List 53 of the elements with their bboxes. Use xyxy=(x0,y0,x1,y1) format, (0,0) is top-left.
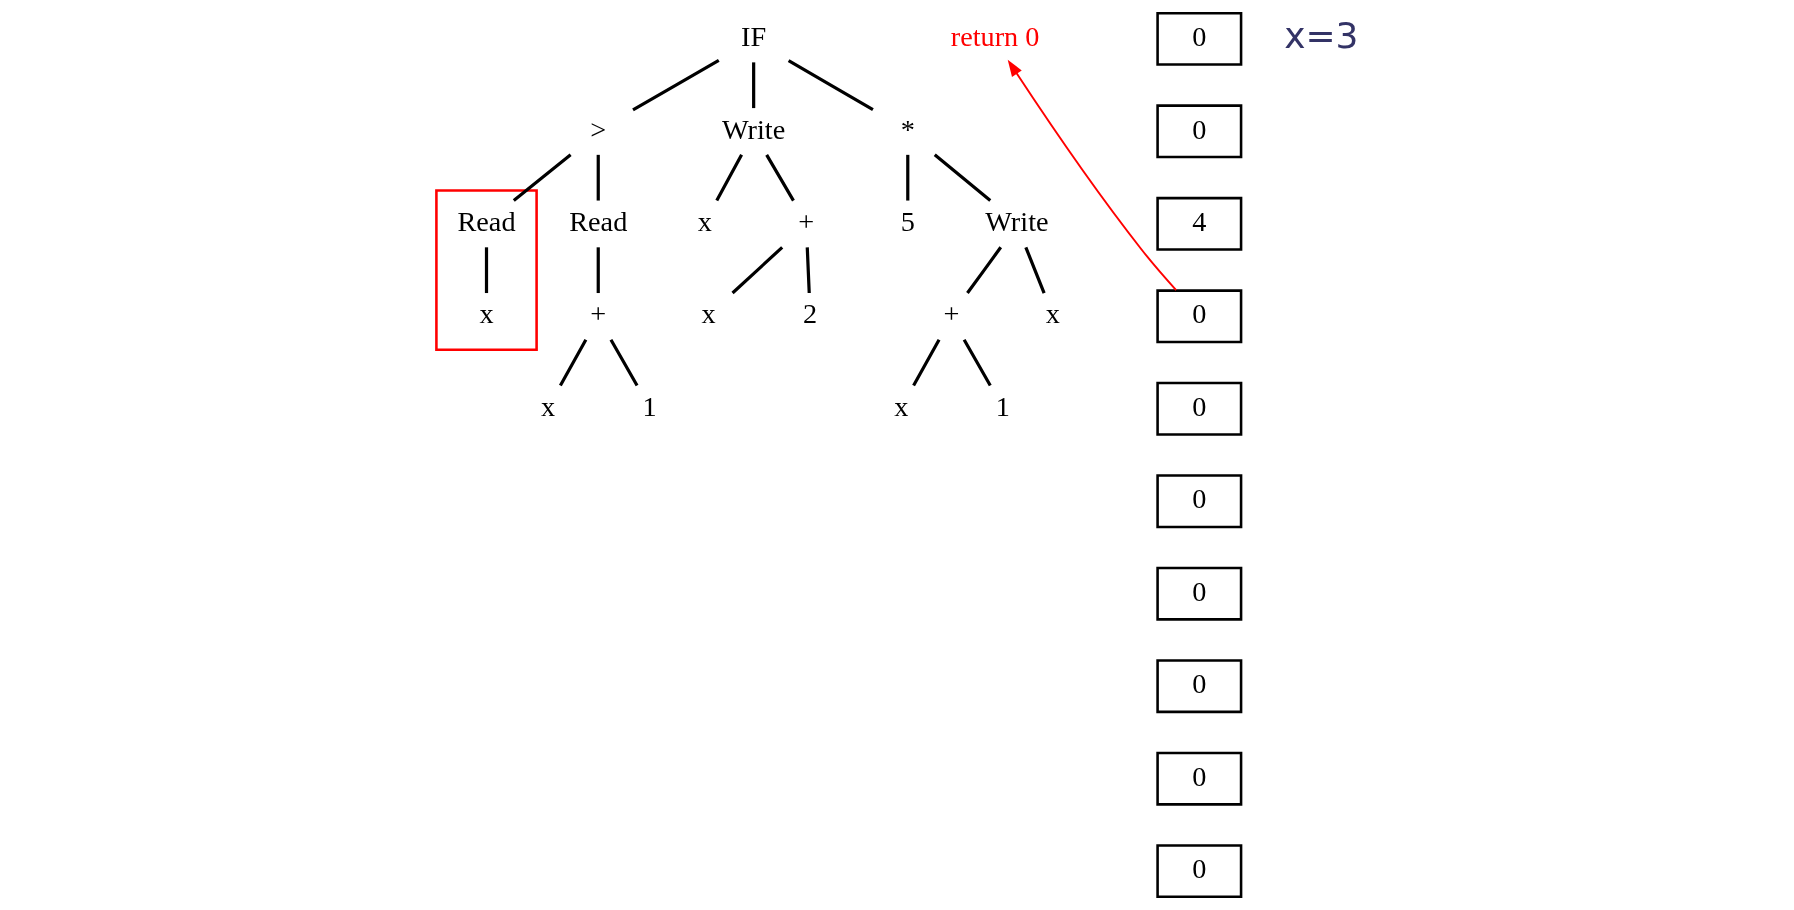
node-box: 0 xyxy=(1155,751,1242,806)
node-text: Read xyxy=(568,206,627,238)
node-box: 0 xyxy=(1155,566,1242,621)
node-text: x xyxy=(478,298,494,330)
node-text: 1 xyxy=(995,390,1010,422)
node-box: 0 xyxy=(1155,289,1242,344)
connector xyxy=(596,154,600,201)
connector xyxy=(764,154,795,202)
node-text: Write xyxy=(984,206,1049,238)
node-text: x xyxy=(697,206,712,238)
connector xyxy=(730,246,783,295)
connector xyxy=(558,339,587,387)
node-box: 0 xyxy=(1155,11,1242,66)
node-text: > xyxy=(589,113,606,145)
node-box: 0 xyxy=(1155,474,1242,529)
node-box: 0 xyxy=(1155,844,1242,899)
connector xyxy=(751,62,755,109)
connector xyxy=(905,154,909,201)
cluster xyxy=(434,189,538,351)
connector xyxy=(609,339,638,387)
connector xyxy=(911,339,940,387)
connector xyxy=(1023,246,1046,294)
connector xyxy=(933,153,991,202)
node-text: x xyxy=(701,298,716,330)
node-text: return 0 xyxy=(950,21,1039,53)
node-text: 5 xyxy=(900,206,915,238)
connector xyxy=(631,58,720,112)
node-text: + xyxy=(589,298,606,330)
node-text: 2 xyxy=(802,298,817,330)
node-box: 0 xyxy=(1155,381,1242,436)
connector xyxy=(512,153,572,202)
node-box: 0 xyxy=(1155,104,1242,159)
node-text: * xyxy=(900,113,915,145)
node-text: IF xyxy=(740,21,766,53)
node-box: 4 xyxy=(1155,196,1242,251)
node-box: 0 xyxy=(1155,659,1242,714)
node-text: + xyxy=(942,298,959,330)
arrow xyxy=(1007,59,1177,292)
connector xyxy=(962,339,992,387)
connector xyxy=(787,59,874,112)
node-text: Read xyxy=(456,206,516,238)
connector xyxy=(714,154,743,202)
connector xyxy=(805,247,811,294)
connector xyxy=(484,247,488,294)
connector xyxy=(965,246,1002,294)
node-text: x xyxy=(1045,298,1060,330)
node-text: 1 xyxy=(642,390,657,422)
node-text: x xyxy=(540,390,555,422)
node-text: + xyxy=(797,206,814,238)
node-text: Write xyxy=(721,113,785,145)
node-text: x xyxy=(893,390,908,422)
connector xyxy=(596,247,600,294)
label: x=3 xyxy=(1283,14,1358,56)
